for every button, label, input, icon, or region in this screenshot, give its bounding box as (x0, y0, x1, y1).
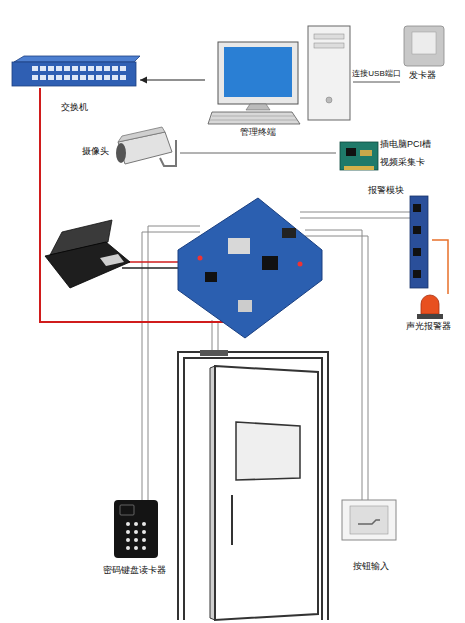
device-caption: 发卡器 (409, 70, 436, 81)
device-node: 摄像头 (80, 128, 180, 176)
device-node: 交换机 (8, 56, 140, 118)
connector (140, 77, 205, 84)
device-node: 管理终端 (205, 22, 353, 140)
device-node: 声光报警器 (400, 294, 460, 339)
connector (353, 82, 400, 83)
device-node: 发卡器 (400, 22, 450, 84)
device-node: 按钮输入 (336, 496, 406, 576)
device-caption: 密码键盘读卡器 (103, 565, 166, 576)
device-caption: 插电脑PCI槽 (380, 139, 431, 150)
device-caption: 声光报警器 (406, 321, 451, 332)
device-caption: 报警模块 (368, 185, 404, 196)
device-caption: 管理终端 (240, 127, 276, 138)
connector (180, 153, 336, 154)
device-caption: 摄像头 (82, 146, 109, 157)
device-node: 密码键盘读卡器 (96, 498, 176, 582)
edge-label: 连接USB端口 (351, 69, 401, 79)
device-node: 报警模块 (368, 182, 432, 292)
device-caption: 视频采集卡 (380, 157, 425, 168)
connector (432, 240, 448, 294)
device-caption: 按钮输入 (353, 561, 389, 572)
device-caption: 交换机 (61, 102, 88, 113)
device-node: 插电脑PCI槽视频采集卡 (336, 136, 458, 178)
